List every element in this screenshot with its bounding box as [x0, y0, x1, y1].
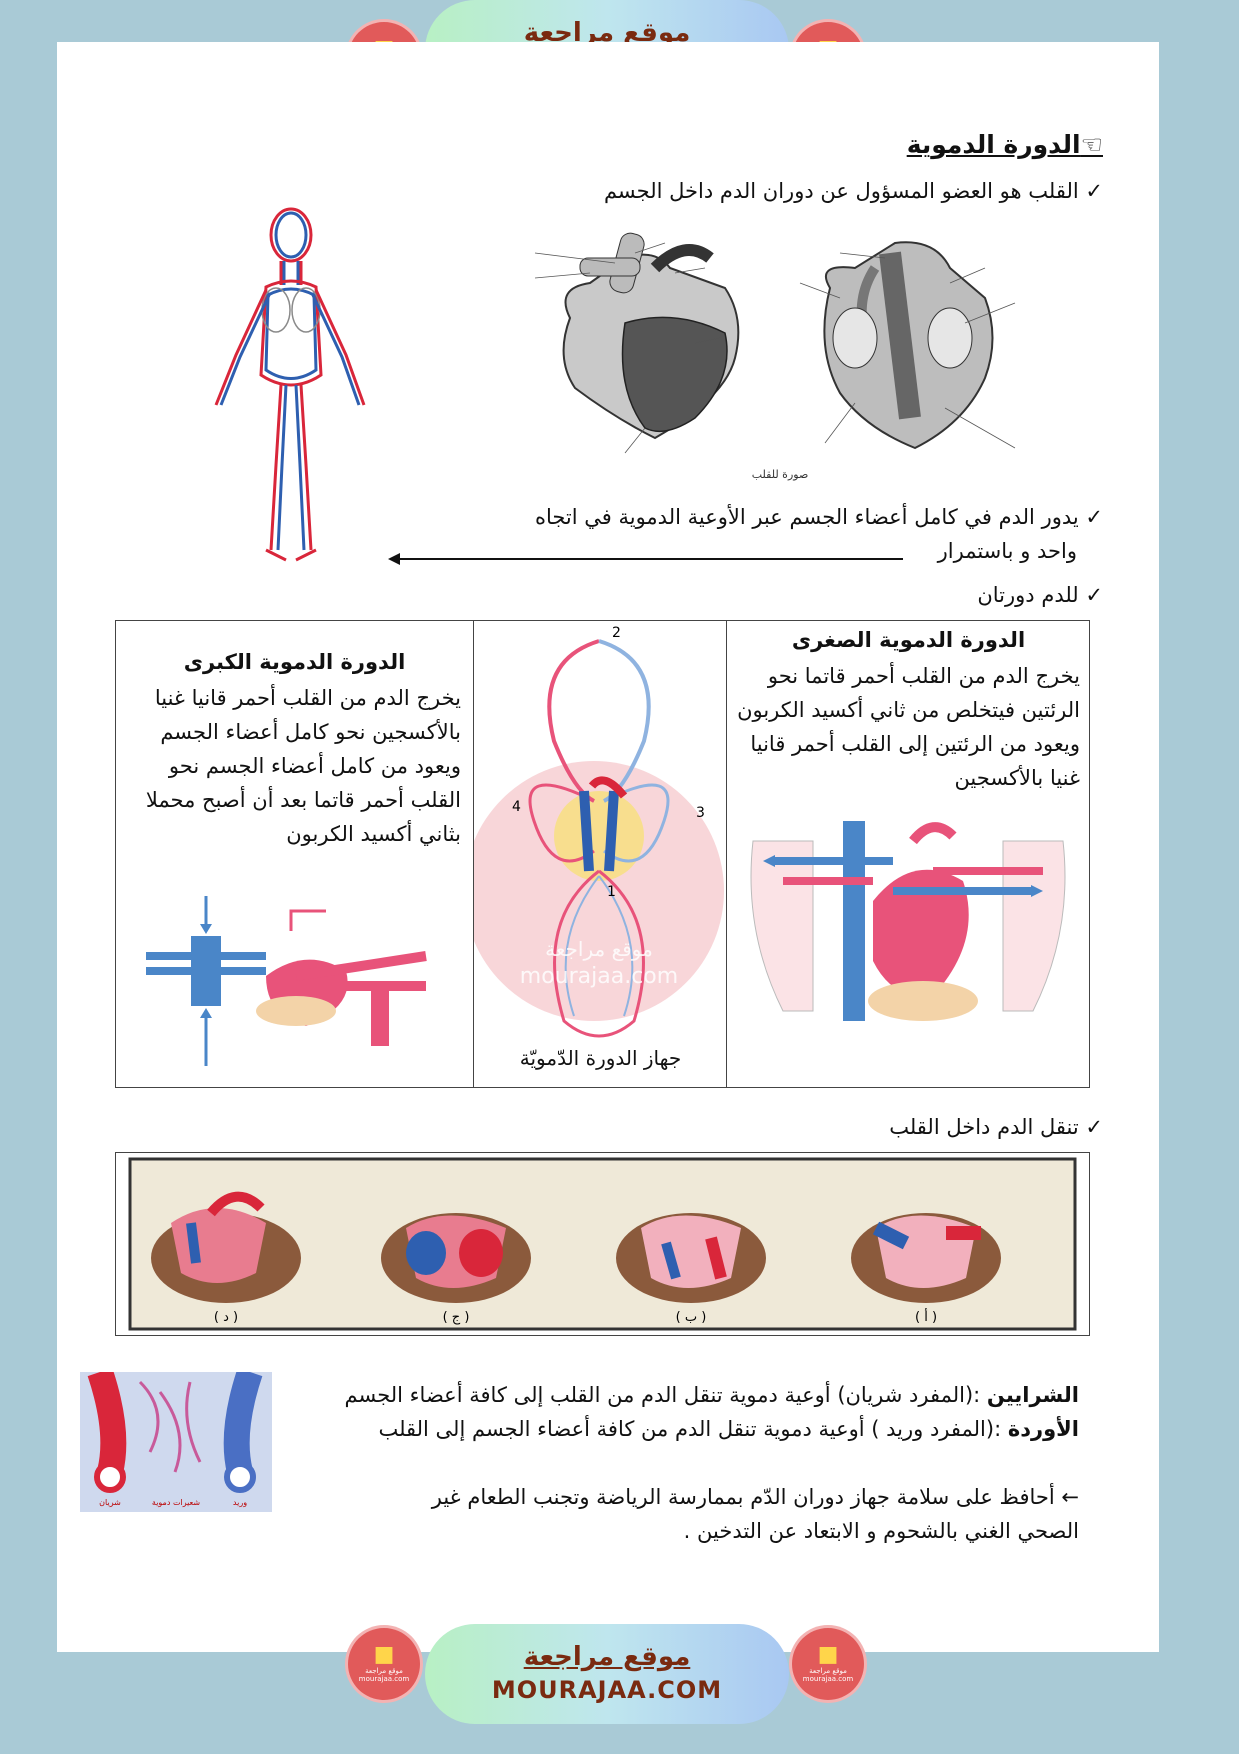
- definitions-block: الشرايين :(المفرد شريان) أوعية دموية تنق…: [299, 1378, 1080, 1446]
- veins-def: :(المفرد وريد ) أوعية دموية تنقل الدم من…: [378, 1417, 1008, 1441]
- systemic-circuit-cell: الدورة الدموية الكبرى يخرج الدم من القلب…: [116, 621, 473, 1087]
- section-title: ☜الدورة الدموية: [907, 130, 1103, 159]
- hand-pointer-icon: ☜: [1080, 130, 1103, 159]
- heart-flow-figure: ( د ) ( ج ) ( ب ) ( أ ): [115, 1152, 1090, 1336]
- bullet-two-circuits: ✓ للدم دورتان: [603, 578, 1103, 612]
- artery-label: شريان: [99, 1498, 121, 1507]
- systemic-text: يخرج الدم من القلب أحمر قانيا غنيا بالأك…: [145, 686, 461, 846]
- veins-term: الأوردة: [1007, 1417, 1079, 1441]
- logo-small-text: موقع مراجعة: [365, 1667, 403, 1675]
- heart-stage-d: [151, 1191, 301, 1303]
- bullet-heart-role: ✓ القلب هو العضو المسؤول عن دوران الدم د…: [403, 174, 1103, 208]
- circuit-number-2: 2: [612, 625, 621, 641]
- vein-label: وريد: [233, 1498, 247, 1507]
- site-banner[interactable]: موقع مراجعة MOURAJAA.COM: [425, 1624, 789, 1724]
- pointer-arrow: [388, 553, 903, 565]
- check-icon: ✓: [1078, 179, 1103, 203]
- site-logo-left[interactable]: ■ موقع مراجعة mourajaa.com: [348, 1628, 420, 1700]
- bullet-text: القلب هو العضو المسؤول عن دوران الدم داخ…: [603, 179, 1079, 203]
- logo-small-url: mourajaa.com: [802, 1675, 854, 1683]
- logo-small-url: mourajaa.com: [358, 1675, 410, 1683]
- heart-image-caption: صورة للقلب: [752, 468, 809, 481]
- circulatory-system-caption: جهاز الدورة الدّمويّة: [519, 1046, 682, 1070]
- circuits-table: الدورة الدموية الكبرى يخرج الدم من القلب…: [115, 620, 1090, 1088]
- circulatory-system-diagram: 2 4 3 1 موقع مراجعة mourajaa.com: [474, 625, 724, 1038]
- book-icon: ■: [817, 1642, 839, 1667]
- site-logo-right[interactable]: ■ موقع مراجعة mourajaa.com: [792, 1628, 864, 1700]
- book-icon: ■: [373, 1642, 395, 1667]
- bullet-flow-in-heart: ✓ تنقل الدم داخل القلب: [603, 1110, 1103, 1144]
- heart-stage-c: [381, 1213, 531, 1303]
- site-arabic-name: موقع مراجعة: [523, 1642, 691, 1672]
- advice-line1: ← أحافظ على سلامة جهاز دوران الدّم بممار…: [431, 1485, 1079, 1509]
- veins-definition: الأوردة :(المفرد وريد ) أوعية دموية تنقل…: [299, 1412, 1079, 1446]
- check-icon: ✓: [1078, 505, 1103, 529]
- stage-label-d: ( د ): [214, 1310, 238, 1325]
- heart-stage-b: [616, 1213, 766, 1303]
- blood-vessels-image: شريان شعيرات دموية وريد: [80, 1372, 272, 1512]
- heart-diagram: صورة للقلب: [534, 232, 1016, 481]
- check-icon: ✓: [1078, 1115, 1103, 1139]
- pulmonary-text: يخرج الدم من القلب أحمر قاتما نحو الرئتي…: [737, 664, 1080, 790]
- section-title-text: الدورة الدموية: [906, 130, 1081, 159]
- heart-stage-a: [851, 1213, 1001, 1303]
- body-circulation-figure: [214, 207, 366, 562]
- bullet-one-direction: ✓ يدور الدم في كامل أعضاء الجسم عبر الأو…: [443, 500, 1103, 568]
- watermark-latin: mourajaa.com: [520, 964, 678, 989]
- logo-small-text: موقع مراجعة: [809, 1667, 847, 1675]
- circuit-number-3: 3: [696, 805, 705, 821]
- bullet-text: تنقل الدم داخل القلب: [889, 1115, 1079, 1139]
- pulmonary-circuit-cell: الدورة الدموية الصغرى يخرج الدم من القلب…: [726, 621, 1090, 1087]
- capillaries-label: شعيرات دموية: [152, 1498, 200, 1507]
- circuit-number-1: 1: [607, 884, 616, 900]
- site-latin-name: MOURAJAA.COM: [491, 1676, 723, 1704]
- stage-label-b: ( ب ): [676, 1310, 707, 1325]
- circulatory-system-cell: 2 4 3 1 موقع مراجعة mourajaa.com جهاز ال…: [473, 621, 727, 1087]
- systemic-title: الدورة الدموية الكبرى: [183, 650, 406, 674]
- advice-line2: الصحي الغني بالشحوم و الابتعاد عن التدخي…: [683, 1519, 1079, 1543]
- arteries-def: :(المفرد شريان) أوعية دموية تنقل الدم من…: [344, 1383, 987, 1407]
- watermark-arabic: موقع مراجعة: [545, 937, 653, 961]
- heart-flow-diagram: ( د ) ( ج ) ( ب ) ( أ ): [128, 1157, 1077, 1331]
- arteries-term: الشرايين: [986, 1383, 1079, 1407]
- health-advice: ← أحافظ على سلامة جهاز دوران الدّم بممار…: [299, 1480, 1079, 1548]
- pulmonary-title: الدورة الدموية الصغرى: [791, 628, 1026, 652]
- arteries-definition: الشرايين :(المفرد شريان) أوعية دموية تنق…: [299, 1378, 1080, 1412]
- stage-label-a: ( أ ): [915, 1308, 937, 1325]
- check-icon: ✓: [1078, 583, 1103, 607]
- bullet-text-line2: واحد و باستمرار: [937, 539, 1077, 563]
- bullet-text: للدم دورتان: [977, 583, 1079, 607]
- bullet-text-line1: يدور الدم في كامل أعضاء الجسم عبر الأوعي…: [534, 505, 1079, 529]
- pulmonary-circuit-diagram: [750, 821, 1066, 1021]
- circuit-number-4: 4: [512, 799, 521, 815]
- systemic-circuit-diagram: [146, 896, 427, 1066]
- stage-label-c: ( ج ): [443, 1310, 470, 1325]
